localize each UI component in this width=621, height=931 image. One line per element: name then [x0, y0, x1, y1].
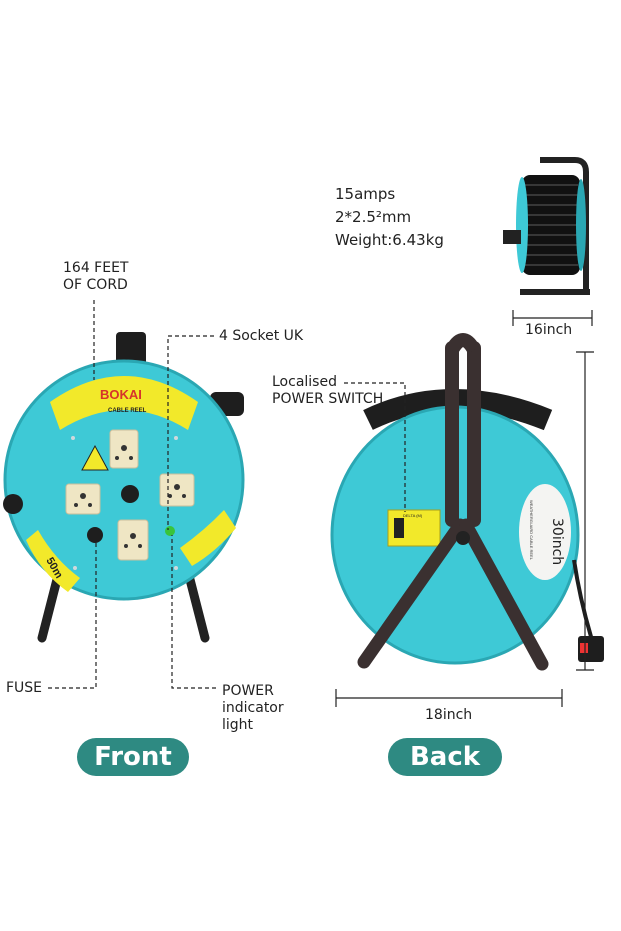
rating-label-print: WEATHERGUARD CABLE REEL	[529, 500, 534, 561]
back-badge: Back	[388, 738, 502, 776]
cord-label-line1: 164 FEET	[63, 260, 129, 276]
dimension-18inch: 18inch	[425, 707, 473, 723]
power-label-line1: POWER	[222, 683, 274, 699]
cord-label-line2: OF CORD	[63, 277, 128, 293]
fuse-label: FUSE	[6, 680, 43, 696]
dimension-16inch-line	[512, 310, 593, 326]
spec-weight: Weight:6.43kg	[335, 231, 444, 249]
back-reel-image	[330, 333, 604, 671]
front-badge: Front	[77, 738, 189, 776]
dimension-18inch-line	[335, 689, 563, 707]
cord-length-label: 164 FEET OF CORD	[63, 260, 128, 294]
sockets-label: 4 Socket UK	[219, 328, 304, 344]
small-reel-image	[503, 157, 590, 295]
specs-block: 15amps 2*2.5²mm Weight:6.43kg	[335, 183, 444, 252]
power-label-line2: indicator	[222, 700, 284, 716]
power-label-line3: light	[222, 717, 254, 733]
dimension-16inch: 16inch	[525, 322, 573, 338]
dimension-30inch: 30inch	[549, 518, 565, 566]
switch-tag-print: DELTA (M)	[403, 513, 423, 518]
power-indicator-label: POWER indicator light	[222, 683, 284, 734]
switch-label-line1: Localised	[272, 374, 337, 390]
power-switch-label: Localised POWER SWITCH	[272, 374, 383, 408]
switch-label-line2: POWER SWITCH	[272, 391, 384, 407]
front-leader-lines	[48, 300, 216, 689]
switch-leader-line	[344, 382, 406, 512]
front-reel-image	[3, 332, 245, 643]
dimension-30inch-line	[576, 351, 594, 671]
spec-amps: 15amps	[335, 185, 396, 203]
brand-print: BOKAI	[100, 387, 142, 402]
spec-cable: 2*2.5²mm	[335, 208, 412, 226]
cable-reel-print: CABLE REEL	[108, 408, 147, 414]
